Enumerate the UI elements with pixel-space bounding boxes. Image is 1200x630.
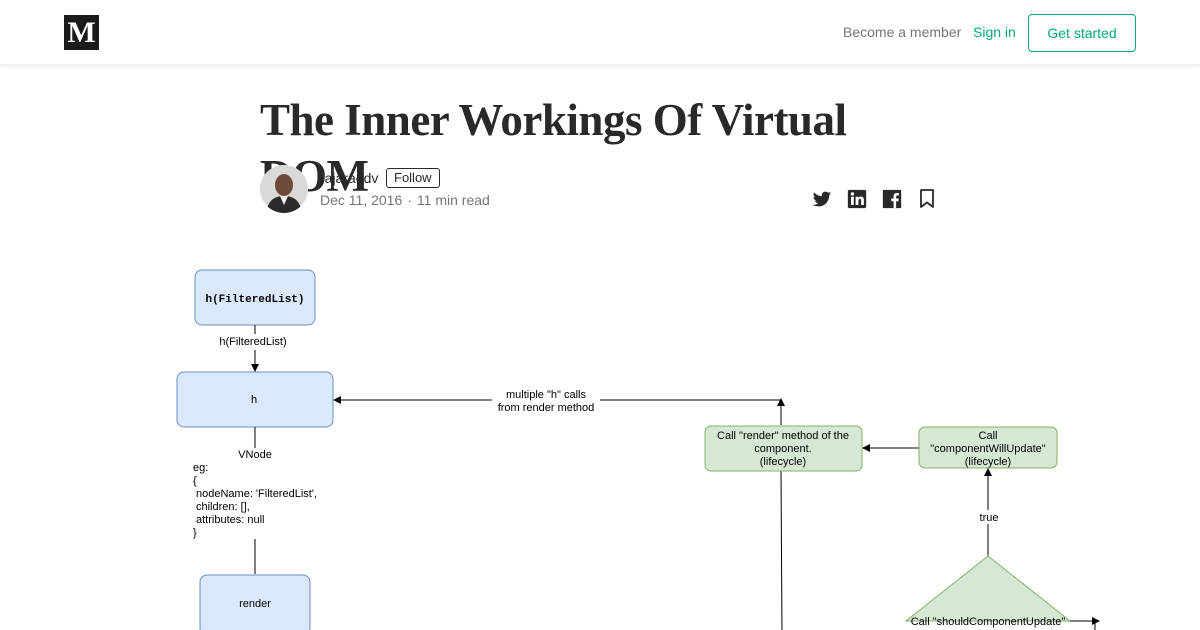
vnode-eg: eg:	[193, 462, 208, 474]
node-call-render-line3: (lifecycle)	[760, 456, 806, 468]
publish-date: Dec 11, 2016	[320, 192, 403, 208]
edge-label-filtered-list: h(FilteredList)	[219, 336, 286, 348]
node-render	[199, 574, 311, 630]
facebook-icon[interactable]	[881, 188, 903, 210]
node-call-render-line1: Call "render" method of the	[717, 430, 849, 442]
vnode-open-brace: {	[193, 475, 197, 487]
vnode-attributes: attributes: null	[196, 514, 264, 526]
vnode-close-brace: }	[193, 527, 197, 539]
node-filtered-list-label: h(FilteredList)	[205, 294, 304, 306]
node-will-update-line2: "componentWillUpdate"	[930, 443, 1046, 455]
node-render-label: render	[239, 598, 271, 610]
follow-button[interactable]: Follow	[386, 168, 440, 188]
edge-label-vnode: VNode	[238, 449, 272, 461]
twitter-icon[interactable]	[811, 188, 833, 210]
node-should-component-update	[904, 555, 1072, 622]
medium-logo[interactable]: M	[64, 15, 99, 50]
become-member-link[interactable]: Become a member	[843, 24, 962, 40]
vnode-nodename: nodeName: 'FilteredList',	[196, 488, 317, 500]
node-will-update-line3: (lifecycle)	[965, 456, 1011, 468]
node-will-update-line1: Call	[979, 430, 998, 442]
node-h-label: h	[251, 394, 257, 406]
edge-label-true: true	[980, 512, 999, 524]
node-should-update-label: Call "shouldComponentUpdate"	[911, 616, 1066, 628]
meta-separator: ·	[407, 192, 412, 208]
edge-label-multiple-h-2: from render method	[498, 402, 595, 414]
linkedin-icon[interactable]	[846, 188, 868, 210]
get-started-button[interactable]: Get started	[1028, 14, 1136, 52]
article-meta: Dec 11, 2016·11 min read	[320, 192, 490, 208]
bookmark-icon[interactable]	[916, 188, 934, 210]
top-nav-bar: M Become a member Sign in Get started	[0, 0, 1200, 65]
author-name[interactable]: rajaraodv	[320, 170, 379, 186]
edge-label-multiple-h-1: multiple "h" calls	[506, 389, 586, 401]
article-title: The Inner Workings Of Virtual DOM	[260, 95, 847, 201]
virtual-dom-diagram: h(FilteredList) h(FilteredList) h multip…	[176, 269, 1100, 630]
node-call-render-line2: component.	[754, 443, 811, 455]
sign-in-link[interactable]: Sign in	[973, 24, 1016, 40]
vnode-children: children: [],	[196, 501, 250, 513]
read-time: 11 min read	[416, 192, 490, 208]
author-avatar[interactable]	[260, 165, 308, 213]
